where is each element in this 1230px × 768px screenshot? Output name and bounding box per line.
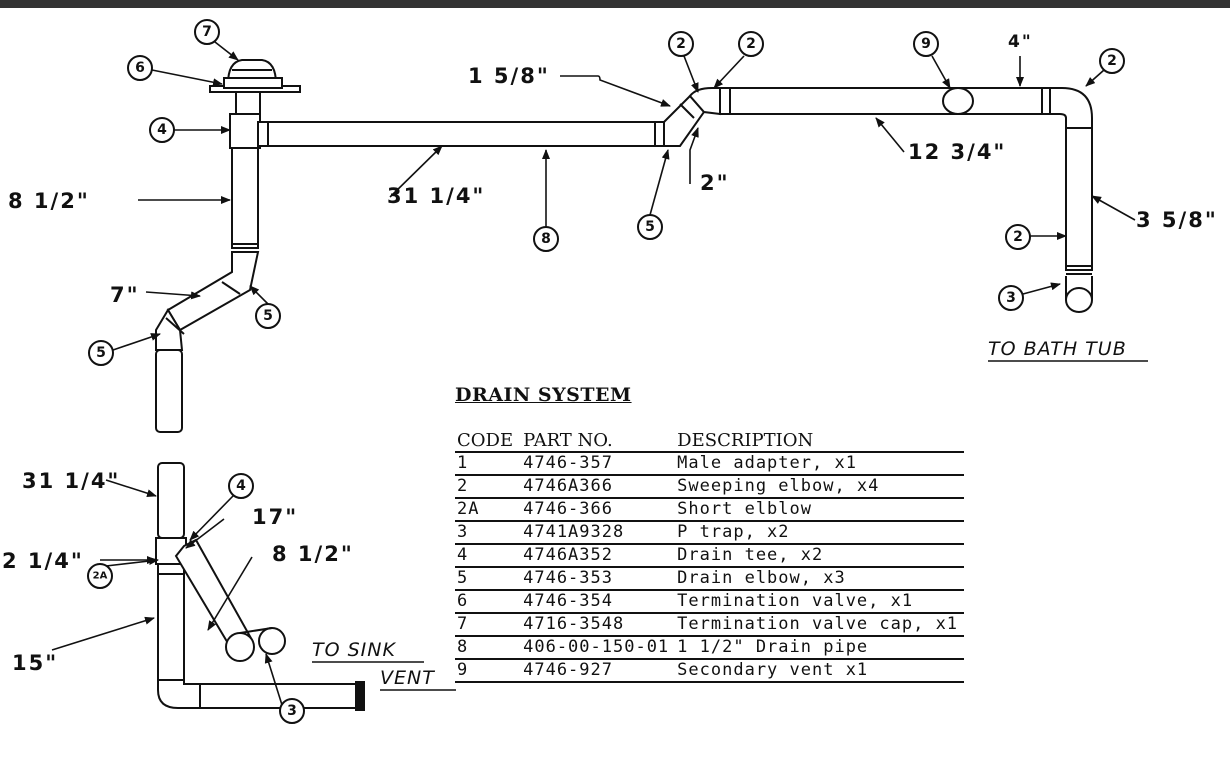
cell-code: 5 xyxy=(455,567,522,591)
pipe-horizontal-31-1-4 xyxy=(257,121,665,147)
cell-code: 2A xyxy=(455,498,522,522)
legend-title: DRAIN SYSTEM xyxy=(455,384,632,406)
callout-4: 4 xyxy=(157,122,167,138)
dim-15: 15" xyxy=(12,651,58,675)
pipe-vertical-3-5-8 xyxy=(1065,127,1093,271)
dim-7: 7" xyxy=(110,283,140,307)
cell-code: 3 xyxy=(455,521,522,545)
secondary-vent xyxy=(942,87,974,115)
top-border xyxy=(0,0,1230,8)
cell-code: 6 xyxy=(455,590,522,614)
header-code: CODE xyxy=(455,430,522,453)
callout-3a: 3 xyxy=(1006,290,1016,306)
elbow-5-upper xyxy=(166,251,260,332)
cell-desc: Secondary vent x1 xyxy=(675,659,965,683)
dim-8-1-2: 8 1/2" xyxy=(8,189,90,213)
callout-2a: 2 xyxy=(676,36,686,52)
callout-4b: 4 xyxy=(236,478,246,494)
dim-17: 17" xyxy=(252,505,298,529)
callout-5a: 5 xyxy=(263,308,273,324)
callout-3b: 3 xyxy=(287,703,297,719)
dim-1-5-8: 1 5/8" xyxy=(468,64,550,88)
caption-vent: VENT xyxy=(380,667,435,689)
dim-8-1-2-b: 8 1/2" xyxy=(272,542,354,566)
cell-part: 4746-353 xyxy=(521,567,676,591)
cell-desc: Male adapter, x1 xyxy=(675,452,965,476)
p-trap-bath xyxy=(1065,287,1093,313)
cell-part: 4741A9328 xyxy=(521,521,676,545)
cell-desc: 1 1/2" Drain pipe xyxy=(675,636,965,660)
pipe-vertical-31-1-4 xyxy=(157,462,185,539)
header-description: DESCRIPTION xyxy=(675,430,965,453)
cell-desc: Short elblow xyxy=(675,498,965,522)
callout-2c: 2 xyxy=(1107,53,1117,69)
p-trap-sink xyxy=(225,632,255,662)
parts-legend: DRAIN SYSTEM CODE PART NO. DESCRIPTION 1… xyxy=(455,384,1095,683)
callout-6: 6 xyxy=(135,60,145,76)
callout-5c: 5 xyxy=(645,219,655,235)
cell-code: 2 xyxy=(455,475,522,499)
caption-sink: TO SINK xyxy=(312,639,396,661)
table-header-row: CODE PART NO. DESCRIPTION xyxy=(455,430,965,453)
elbow-2a xyxy=(157,563,185,575)
callout-2b: 2 xyxy=(746,36,756,52)
cell-desc: Drain tee, x2 xyxy=(675,544,965,568)
cell-code: 8 xyxy=(455,636,522,660)
cell-part: 4746A352 xyxy=(521,544,676,568)
cell-part: 4746-366 xyxy=(521,498,676,522)
dim-12-3-4: 12 3/4" xyxy=(908,140,1006,164)
pipe-horizontal-12-3-4 xyxy=(719,87,1051,115)
cell-part: 4746-927 xyxy=(521,659,676,683)
drain-tee-upper xyxy=(229,113,261,149)
cell-desc: Drain elbow, x3 xyxy=(675,567,965,591)
cell-desc: Sweeping elbow, x4 xyxy=(675,475,965,499)
cell-desc: Termination valve, x1 xyxy=(675,590,965,614)
callout-2A: 2A xyxy=(93,571,108,582)
cell-part: 4716-3548 xyxy=(521,613,676,637)
cell-code: 9 xyxy=(455,659,522,683)
dim-3-5-8: 3 5/8" xyxy=(1136,208,1218,232)
dim-31-1-4: 31 1/4" xyxy=(387,184,485,208)
cell-part: 4746-357 xyxy=(521,452,676,476)
cell-desc: P trap, x2 xyxy=(675,521,965,545)
pipe-vertical-15 xyxy=(157,573,185,681)
dim-31-1-4-b: 31 1/4" xyxy=(22,469,120,493)
cell-code: 1 xyxy=(455,452,522,476)
pipe-down-left xyxy=(155,349,183,433)
sweeping-elbow-right xyxy=(1049,87,1093,129)
callout-2d: 2 xyxy=(1013,229,1023,245)
callout-8: 8 xyxy=(541,231,551,247)
callout-9: 9 xyxy=(921,36,931,52)
cell-part: 406-00-150-01 xyxy=(521,636,676,660)
vent-cap xyxy=(355,681,365,711)
cell-part: 4746A366 xyxy=(521,475,676,499)
callout-7: 7 xyxy=(202,24,212,40)
cell-code: 4 xyxy=(455,544,522,568)
bottom-elbow xyxy=(157,679,201,709)
cell-desc: Termination valve cap, x1 xyxy=(675,613,965,637)
header-part-no: PART NO. xyxy=(521,430,676,453)
caption-bath-tub: TO BATH TUB xyxy=(988,338,1127,360)
cell-part: 4746-354 xyxy=(521,590,676,614)
pipe-vertical-8-1-2 xyxy=(231,147,259,249)
dim-4: 4" xyxy=(1008,32,1033,52)
callout-5b: 5 xyxy=(96,345,106,361)
dim-2-1-4: 2 1/4" xyxy=(2,549,84,573)
dim-2: 2" xyxy=(700,171,730,195)
p-trap-sink-loop xyxy=(258,627,286,655)
cell-code: 7 xyxy=(455,613,522,637)
